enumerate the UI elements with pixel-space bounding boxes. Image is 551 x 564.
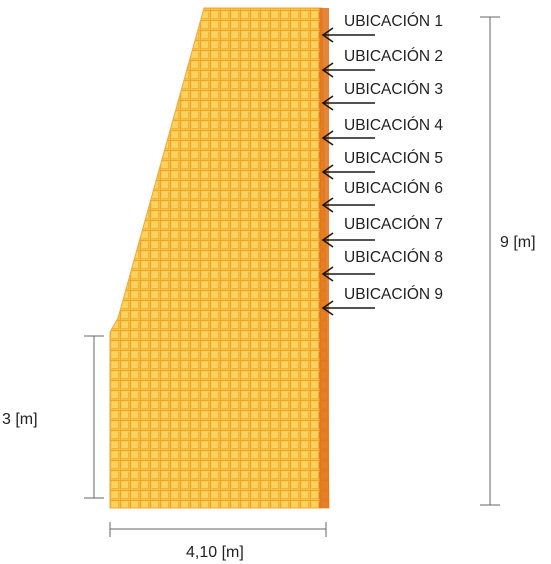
location-4: UBICACIÓN 4 <box>321 117 443 146</box>
location-2: UBICACIÓN 2 <box>321 48 443 78</box>
location-label-9: UBICACIÓN 9 <box>344 286 443 303</box>
location-3: UBICACIÓN 3 <box>321 81 443 111</box>
location-arrowhead-5 <box>321 164 334 180</box>
wall-right-edge <box>319 8 329 508</box>
location-label-8: UBICACIÓN 8 <box>344 249 443 266</box>
location-8: UBICACIÓN 8 <box>321 249 443 282</box>
location-6: UBICACIÓN 6 <box>321 180 443 213</box>
location-arrowhead-7 <box>321 232 334 248</box>
location-9: UBICACIÓN 9 <box>321 286 443 316</box>
location-arrowhead-1 <box>321 27 334 43</box>
location-label-5: UBICACIÓN 5 <box>344 150 443 167</box>
dimension-total-height: 9 [m] <box>480 16 544 506</box>
dimension-base-height-label: 3 [m] <box>2 411 38 428</box>
location-label-2: UBICACIÓN 2 <box>344 48 443 65</box>
location-label-1: UBICACIÓN 1 <box>344 13 443 30</box>
location-arrowhead-2 <box>321 62 334 78</box>
location-label-3: UBICACIÓN 3 <box>344 81 443 98</box>
location-label-4: UBICACIÓN 4 <box>344 117 443 134</box>
location-arrowhead-4 <box>321 130 334 146</box>
dimension-base-height: 3 [m] <box>2 335 104 499</box>
location-1: UBICACIÓN 1 <box>321 13 443 43</box>
location-arrowhead-9 <box>321 300 334 316</box>
location-5: UBICACIÓN 5 <box>321 150 443 180</box>
location-arrowhead-6 <box>321 197 334 213</box>
location-arrowhead-3 <box>321 95 334 111</box>
wall-body <box>109 7 330 509</box>
dimension-total-height-label: 9 [m] <box>500 234 536 251</box>
location-arrowhead-8 <box>321 266 334 282</box>
location-labels: UBICACIÓN 1 UBICACIÓN 2 UBICACIÓN 3 UBICACI… <box>321 13 443 316</box>
dimension-base-width: 4,10 [m] <box>109 522 327 561</box>
dimension-base-width-label: 4,10 [m] <box>186 544 244 561</box>
location-label-7: UBICACIÓN 7 <box>344 216 443 233</box>
location-label-6: UBICACIÓN 6 <box>344 180 443 197</box>
location-7: UBICACIÓN 7 <box>321 216 443 248</box>
